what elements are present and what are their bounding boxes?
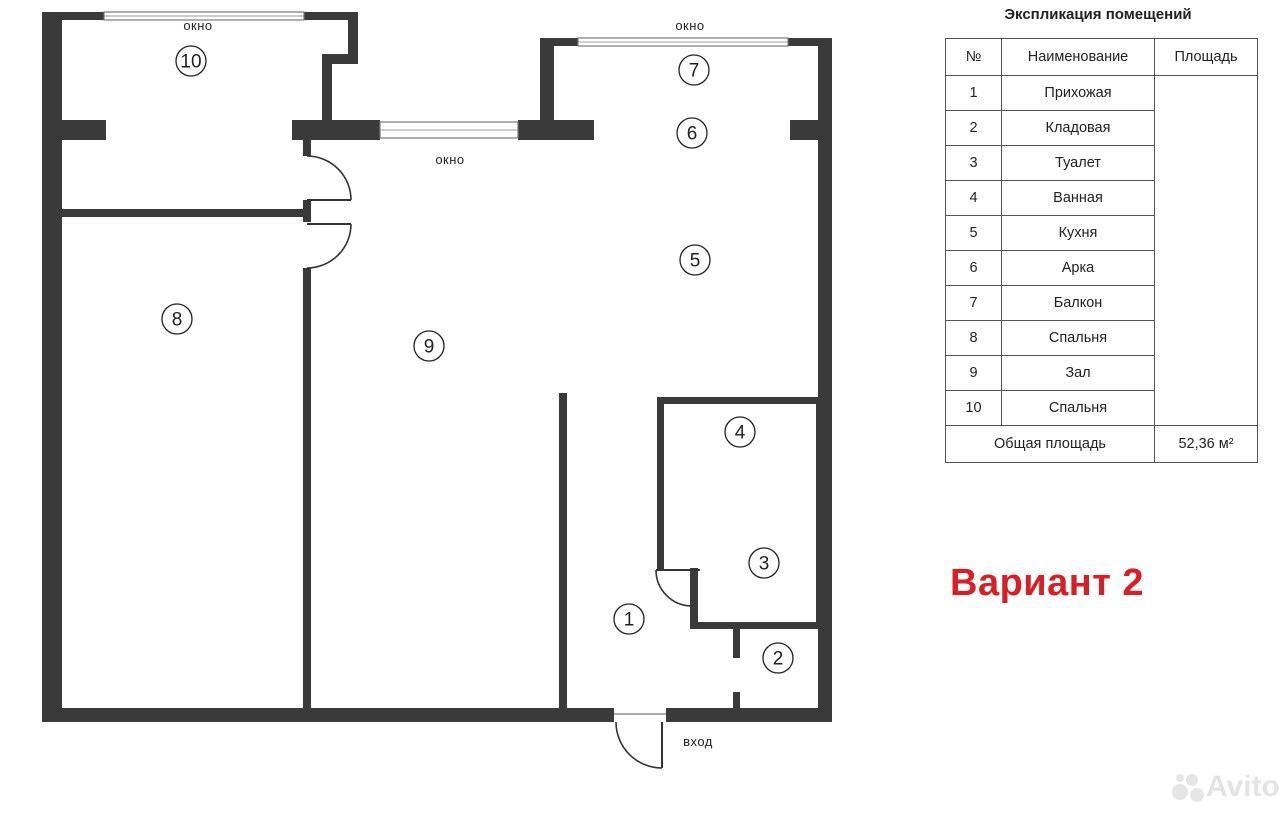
svg-text:3: 3 bbox=[759, 554, 770, 575]
room-marker-2: 2 bbox=[762, 642, 794, 674]
row-num: 10 bbox=[945, 390, 1002, 426]
room-marker-6: 6 bbox=[676, 117, 708, 149]
svg-text:5: 5 bbox=[690, 251, 701, 272]
avito-wordmark: Avito bbox=[1206, 770, 1280, 803]
table-row: 4 Ванная bbox=[945, 180, 1258, 216]
window-label-balcony: окно bbox=[675, 18, 704, 33]
room-marker-1: 1 bbox=[613, 603, 645, 635]
row-area bbox=[1154, 285, 1258, 321]
row-area bbox=[1154, 145, 1258, 181]
room-marker-8: 8 bbox=[161, 303, 193, 335]
table-row: 7 Балкон bbox=[945, 285, 1258, 321]
header-num: № bbox=[945, 38, 1002, 76]
row-num: 1 bbox=[945, 75, 1002, 111]
outer-walls bbox=[42, 12, 832, 722]
interior-walls bbox=[62, 140, 820, 712]
doors bbox=[306, 155, 700, 769]
floor-plan: окно окно окно вход 1 2 3 4 5 6 7 8 9 10 bbox=[42, 11, 832, 769]
row-num: 2 bbox=[945, 110, 1002, 146]
row-name: Туалет bbox=[1001, 145, 1155, 181]
row-num: 8 bbox=[945, 320, 1002, 356]
table-row: 3 Туалет bbox=[945, 145, 1258, 181]
svg-text:7: 7 bbox=[689, 61, 700, 82]
room-marker-9: 9 bbox=[413, 330, 445, 362]
table-row: 9 Зал bbox=[945, 355, 1258, 391]
row-name: Зал bbox=[1001, 355, 1155, 391]
windows bbox=[103, 11, 789, 139]
table-row: 10 Спальня bbox=[945, 390, 1258, 426]
table-row: 5 Кухня bbox=[945, 215, 1258, 251]
row-num: 3 bbox=[945, 145, 1002, 181]
variant-label: Вариант 2 bbox=[950, 562, 1145, 604]
table-row: 2 Кладовая bbox=[945, 110, 1258, 146]
explication-table: № Наименование Площадь 1 Прихожая 2 Клад… bbox=[945, 38, 1258, 463]
row-name: Прихожая bbox=[1001, 75, 1155, 111]
row-num: 7 bbox=[945, 285, 1002, 321]
row-num: 9 bbox=[945, 355, 1002, 391]
room-marker-4: 4 bbox=[724, 416, 756, 448]
row-area bbox=[1154, 320, 1258, 356]
svg-text:6: 6 bbox=[687, 124, 698, 145]
room-marker-7: 7 bbox=[678, 54, 710, 86]
row-name: Арка bbox=[1001, 250, 1155, 286]
room-marker-5: 5 bbox=[679, 244, 711, 276]
window-label-living: окно bbox=[435, 152, 464, 167]
header-area: Площадь bbox=[1154, 38, 1258, 76]
svg-text:4: 4 bbox=[735, 423, 746, 444]
table-row: 8 Спальня bbox=[945, 320, 1258, 356]
row-area bbox=[1154, 110, 1258, 146]
svg-text:10: 10 bbox=[180, 52, 201, 73]
explication-title: Экспликация помещений bbox=[1004, 6, 1192, 23]
row-area bbox=[1154, 250, 1258, 286]
row-name: Ванная bbox=[1001, 180, 1155, 216]
svg-text:1: 1 bbox=[624, 610, 635, 631]
row-area bbox=[1154, 75, 1258, 111]
row-name: Кладовая bbox=[1001, 110, 1155, 146]
row-num: 6 bbox=[945, 250, 1002, 286]
total-value: 52,36 м² bbox=[1154, 425, 1258, 463]
avito-watermark: Avito bbox=[1172, 770, 1280, 804]
window-label-room10: окно bbox=[183, 18, 212, 33]
table-row: 6 Арка bbox=[945, 250, 1258, 286]
row-area bbox=[1154, 180, 1258, 216]
row-area bbox=[1154, 355, 1258, 391]
avito-logo-icon bbox=[1172, 772, 1204, 804]
row-name: Спальня bbox=[1001, 390, 1155, 426]
row-area bbox=[1154, 215, 1258, 251]
table-row: 1 Прихожая bbox=[945, 75, 1258, 111]
row-name: Балкон bbox=[1001, 285, 1155, 321]
entrance-label: вход bbox=[683, 734, 713, 749]
row-name: Кухня bbox=[1001, 215, 1155, 251]
table-header-row: № Наименование Площадь bbox=[945, 38, 1258, 76]
total-row: Общая площадь 52,36 м² bbox=[945, 425, 1258, 463]
row-area bbox=[1154, 390, 1258, 426]
svg-text:8: 8 bbox=[172, 310, 183, 331]
row-num: 4 bbox=[945, 180, 1002, 216]
room-marker-10: 10 bbox=[175, 45, 207, 77]
row-num: 5 bbox=[945, 215, 1002, 251]
header-name: Наименование bbox=[1001, 38, 1155, 76]
room-marker-3: 3 bbox=[748, 547, 780, 579]
total-label: Общая площадь bbox=[945, 425, 1155, 463]
svg-text:9: 9 bbox=[424, 337, 435, 358]
svg-text:2: 2 bbox=[773, 649, 784, 670]
row-name: Спальня bbox=[1001, 320, 1155, 356]
